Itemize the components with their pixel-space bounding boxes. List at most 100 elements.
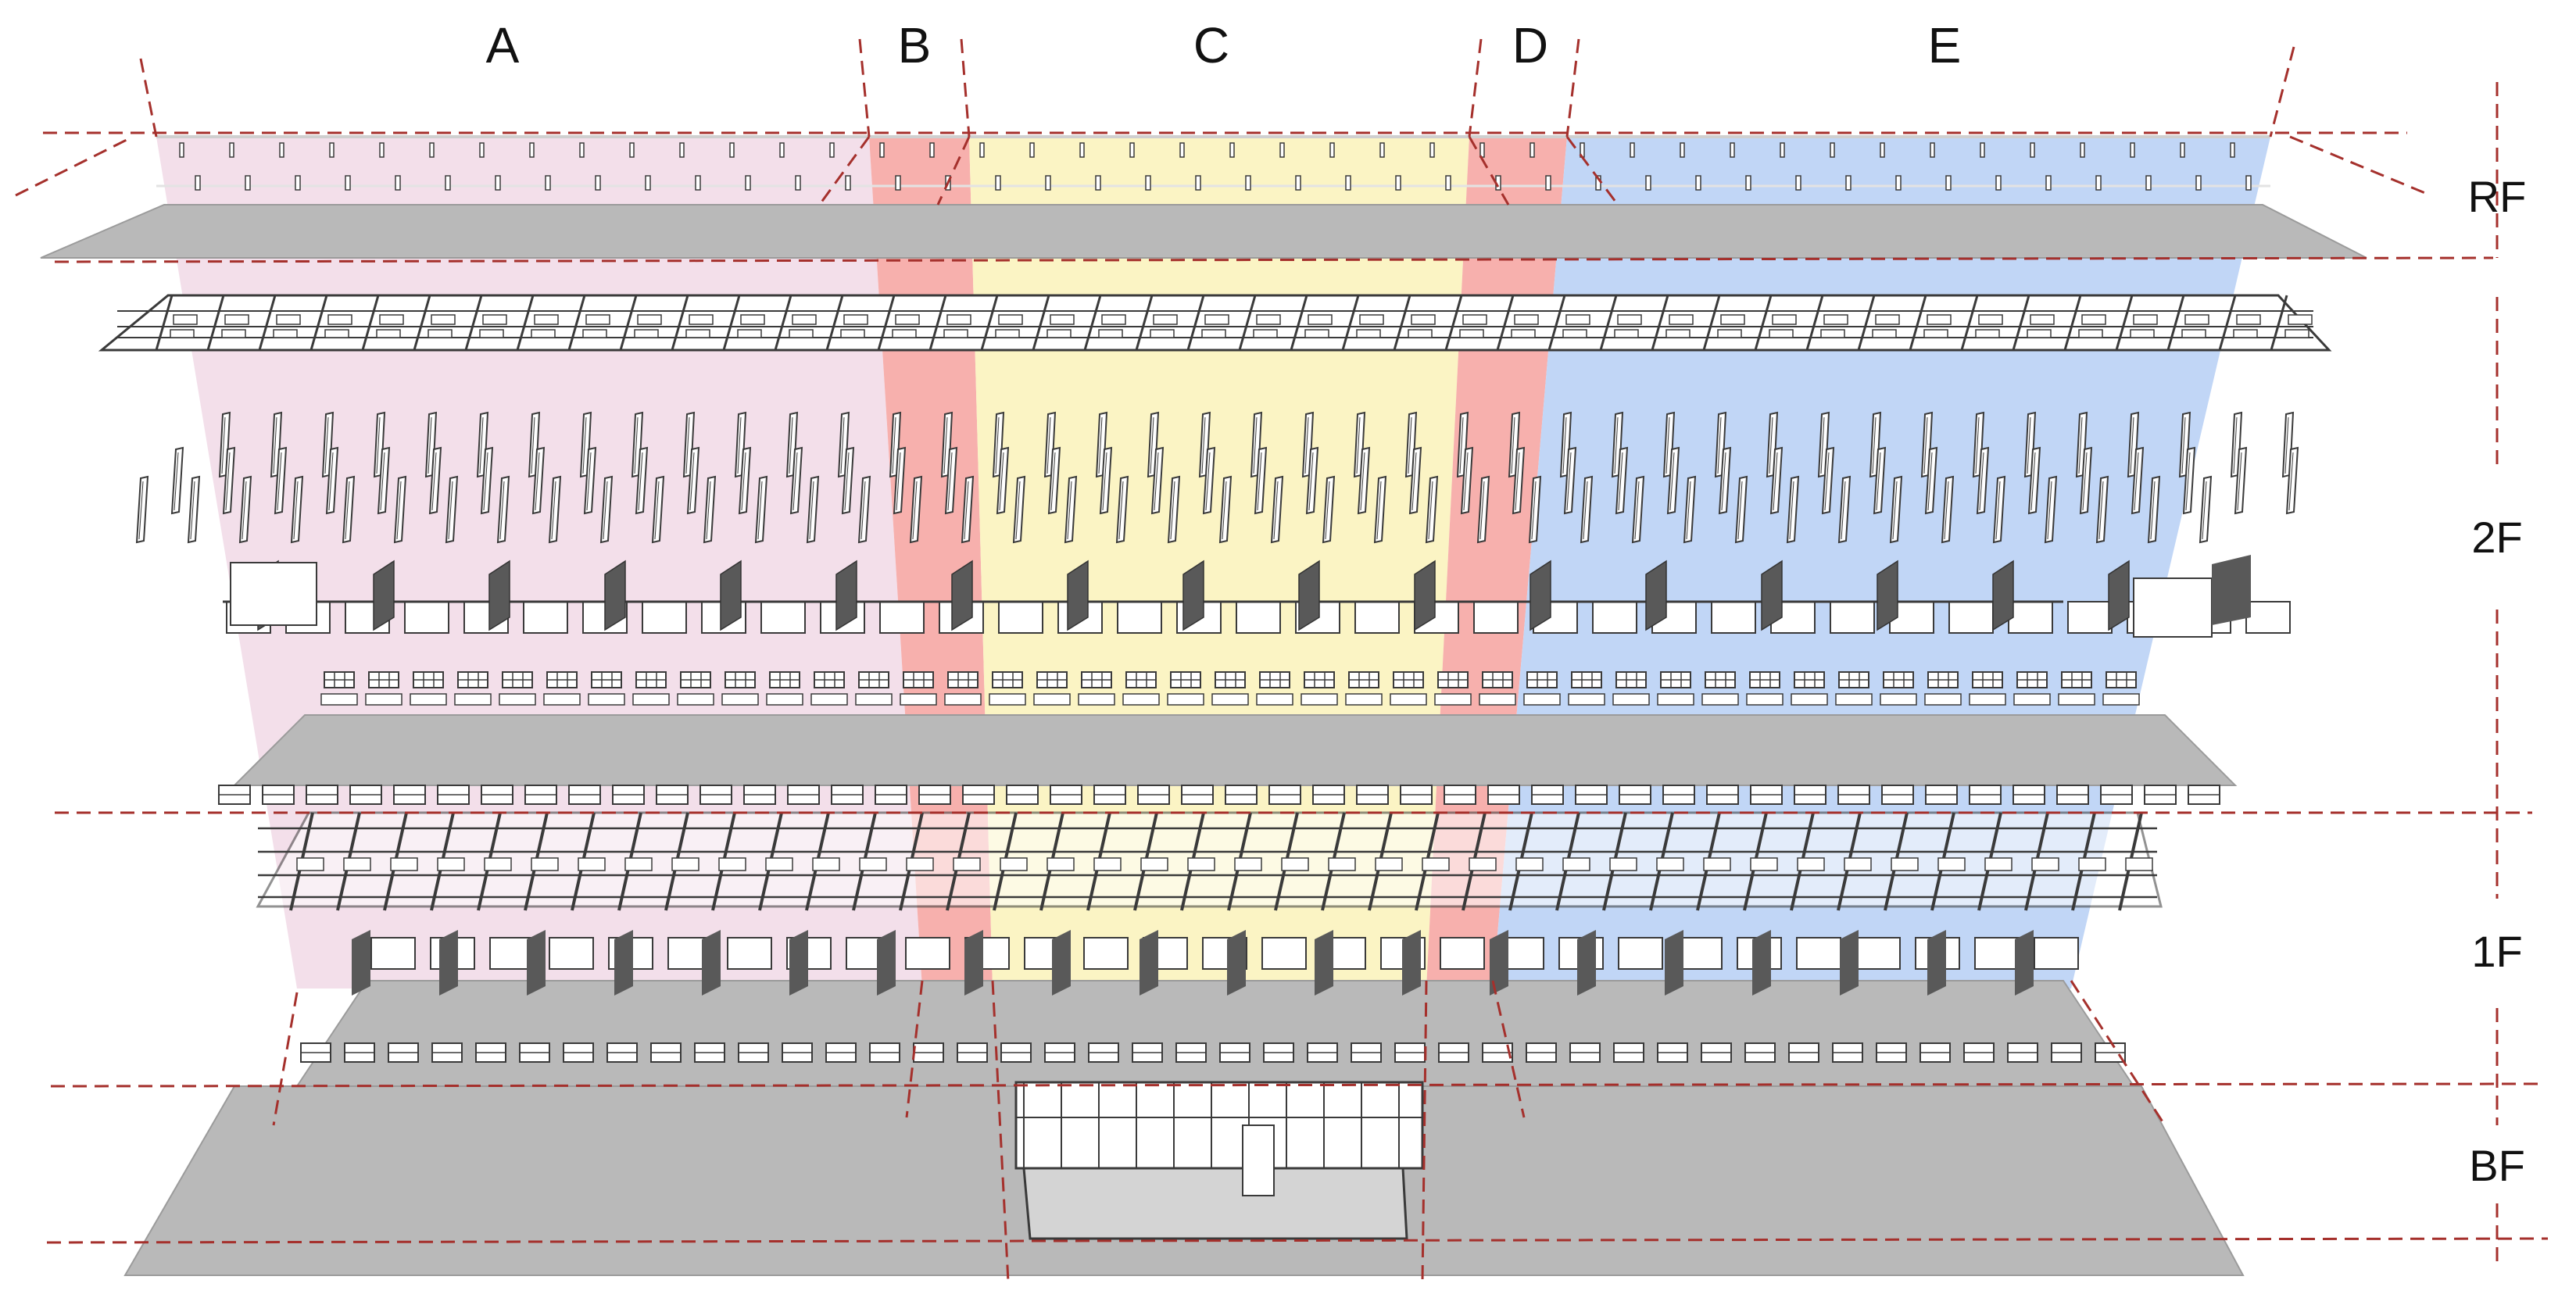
sill-2f (1033, 693, 1071, 706)
window-2f-upper-mullion (603, 481, 608, 540)
wall-block-1f (1974, 937, 2020, 970)
roof-rafter (206, 295, 225, 351)
window-2f-upper-mullion (1566, 452, 1572, 511)
wall-block-2f (1592, 601, 1637, 634)
roof-panel (1923, 329, 1948, 338)
window-2f-upper (2285, 446, 2299, 515)
roof-opening (1179, 142, 1185, 158)
window-2f-upper-mullion (273, 417, 277, 474)
partition-panel-1f (439, 930, 458, 996)
window-2f-upper (686, 446, 700, 515)
window-2f-upper (1254, 446, 1268, 515)
roof-panel (324, 329, 349, 338)
floor-label-bf: BF (2469, 1141, 2525, 1190)
window-2f-upper-mullion (2078, 417, 2083, 474)
window-2f-upper (1821, 446, 1835, 515)
partition-panel-1f (1577, 930, 1596, 996)
window-2f-upper-mullion (1102, 452, 1107, 511)
opening-1f (906, 857, 934, 871)
guide-line (2269, 46, 2295, 138)
window-grille-2f (1125, 671, 1157, 688)
partition-panel-1f (1927, 930, 1946, 996)
window-2f-upper-mullion (896, 452, 901, 511)
window-2f-upper (1734, 475, 1748, 544)
window-grille-2f (1393, 671, 1424, 688)
window-2f-upper (428, 446, 442, 515)
sill-2f (632, 693, 670, 706)
opening-1f (1656, 857, 1684, 871)
partition-panel-1f (877, 930, 896, 996)
window-grille-2f (1526, 671, 1558, 688)
roof-panel (482, 314, 507, 325)
window-2f-upper-mullion (1876, 452, 1881, 511)
roof-panel (1098, 329, 1123, 338)
window-2f-upper-mullion (1618, 452, 1623, 511)
window-2f-upper-mullion (809, 481, 814, 540)
roof-rafter (1444, 295, 1463, 351)
roof-opening (1029, 142, 1035, 158)
window-2f-upper-mullion (586, 452, 592, 511)
roof-panel (1204, 314, 1229, 325)
opening-1f (1703, 857, 1731, 871)
window-2f-upper-mullion (995, 417, 1000, 474)
window-2f-upper-mullion (1459, 417, 1464, 474)
roof-panel (1359, 314, 1384, 325)
roof-opening (1630, 142, 1635, 158)
window-2f-upper-mullion (1515, 452, 1520, 511)
sill-2f (766, 693, 803, 706)
opening-1f (578, 857, 606, 871)
window-grille-2f (413, 671, 444, 688)
window-2f-upper-mullion (2027, 417, 2031, 474)
roof-opening (1930, 142, 1935, 158)
window-2f-upper (1357, 446, 1371, 515)
sill-2f (900, 693, 937, 706)
window-2f-upper-mullion (2150, 481, 2156, 540)
window-2f-upper-mullion (1411, 452, 1417, 511)
wall-block-2f (1354, 601, 1400, 634)
window-2f-upper-mullion (1205, 452, 1211, 511)
roof-rafter (464, 295, 483, 351)
window-grille-2f (1838, 671, 1869, 688)
roof-rafter (309, 295, 328, 351)
roof-panel (1201, 329, 1226, 338)
roof-panel (1356, 329, 1381, 338)
sill-2f (1880, 693, 1917, 706)
roof-panel (892, 329, 917, 338)
roof-opening (2195, 175, 2202, 191)
guide-line (991, 980, 1010, 1282)
roof-rafter (877, 295, 896, 351)
roof-rafter (567, 295, 586, 351)
roof-opening (2080, 142, 2085, 158)
window-2f-upper-mullion (844, 452, 850, 511)
roof-rafter (1135, 295, 1154, 351)
wall-block-1f (1796, 937, 1841, 970)
roof-rafter (2063, 295, 2082, 351)
roof-panel (1514, 314, 1539, 325)
roof-opening (1845, 175, 1852, 191)
window-2f-upper (996, 446, 1010, 515)
roof-panel (1617, 314, 1642, 325)
basement-stair (1242, 1124, 1275, 1196)
roof-rafter (1857, 295, 1876, 351)
roof-opening (795, 175, 801, 191)
window-2f-upper-mullion (1273, 481, 1279, 540)
window-2f-upper (2147, 475, 2161, 544)
partition-panel-2f (2108, 560, 2130, 631)
roof-opening (1545, 175, 1551, 191)
sill-2f (1701, 693, 1739, 706)
roof-rafter (1238, 295, 1257, 351)
window-2f-upper-mullion (685, 417, 690, 474)
window-2f-upper (1786, 475, 1800, 544)
opening-1f (1984, 857, 2012, 871)
roof-panel (1875, 314, 1900, 325)
partition-panel-2f (1530, 560, 1551, 631)
guide-line (905, 980, 924, 1118)
window-grille-2f (1170, 671, 1201, 688)
partition-panel-2f (1182, 560, 1204, 631)
window-2f-upper-mullion (2030, 452, 2036, 511)
window-2f-upper-mullion (840, 417, 845, 474)
roof-panel (1565, 314, 1590, 325)
sill-2f (2013, 693, 2051, 706)
window-2f-upper-mullion (1892, 481, 1898, 540)
opening-1f (2078, 857, 2106, 871)
